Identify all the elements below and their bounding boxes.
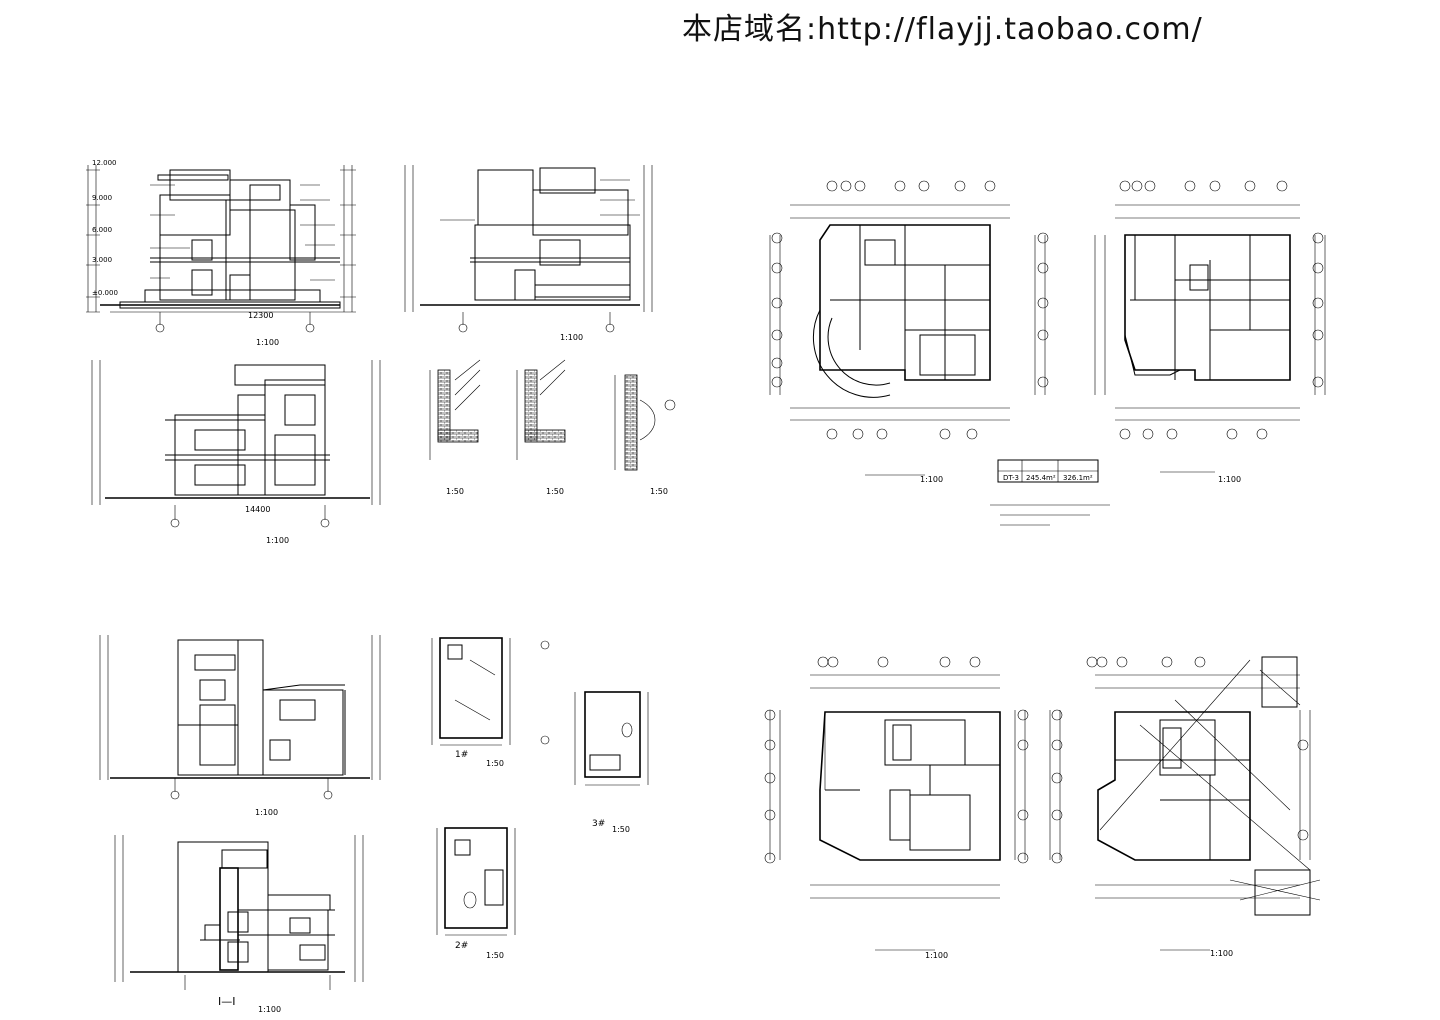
shop-url-watermark: 本店域名:http://flayjj.taobao.com/	[682, 12, 1203, 47]
svg-text:2#: 2#	[455, 941, 468, 951]
svg-text:1:50: 1:50	[650, 487, 668, 496]
svg-text:1:100: 1:100	[1218, 475, 1241, 484]
svg-text:±0.000: ±0.000	[92, 289, 118, 297]
svg-text:14400: 14400	[245, 505, 270, 514]
svg-text:1:50: 1:50	[446, 487, 464, 496]
front-elevation: 12300 1:100 12.000 9.000 6.000 3.000 ±0.…	[86, 159, 356, 347]
svg-text:326.1m²: 326.1m²	[1063, 474, 1093, 482]
svg-text:1#: 1#	[455, 750, 468, 760]
section-i-i: I—I 1:100	[114, 835, 364, 1014]
svg-text:12300: 12300	[248, 311, 273, 320]
svg-text:1:100: 1:100	[560, 333, 583, 342]
rear-elevation: 1:100	[404, 165, 653, 342]
svg-text:3.000: 3.000	[92, 256, 112, 264]
wall-details: 1:50 1:50 1:50	[429, 359, 676, 496]
svg-text:1:50: 1:50	[486, 951, 504, 960]
left-elevation: 1:100	[99, 635, 381, 817]
svg-text:3#: 3#	[592, 819, 605, 829]
svg-text:1:50: 1:50	[612, 825, 630, 834]
svg-text:1:100: 1:100	[258, 1005, 281, 1014]
svg-text:6.000: 6.000	[92, 226, 112, 234]
area-table: DT-3 245.4m² 326.1m²	[990, 459, 1110, 526]
svg-text:1:50: 1:50	[546, 487, 564, 496]
svg-text:1:100: 1:100	[266, 536, 289, 545]
svg-text:12.000: 12.000	[92, 159, 117, 167]
svg-text:1:100: 1:100	[256, 338, 279, 347]
second-floor-plan: 1:100	[1094, 180, 1326, 484]
side-elevation: 14400 1:100	[91, 360, 381, 545]
svg-text:1:100: 1:100	[255, 808, 278, 817]
svg-text:1:100: 1:100	[925, 951, 948, 960]
bathroom-1: 1# 1:50	[431, 637, 550, 768]
bathroom-2: 2# 1:50	[436, 827, 516, 960]
svg-text:DT-3: DT-3	[1003, 474, 1019, 482]
first-floor-plan: 1:100	[769, 180, 1049, 484]
svg-text:I—I: I—I	[218, 995, 236, 1008]
bathroom-3: 3# 1:50	[574, 691, 649, 834]
svg-text:1:100: 1:100	[920, 475, 943, 484]
roof-plan: 1:100	[1049, 656, 1321, 958]
svg-text:9.000: 9.000	[92, 194, 112, 202]
svg-text:245.4m²: 245.4m²	[1026, 474, 1056, 482]
svg-text:1:50: 1:50	[486, 759, 504, 768]
third-floor-plan: 1:100	[764, 656, 1029, 960]
svg-text:1:100: 1:100	[1210, 949, 1233, 958]
